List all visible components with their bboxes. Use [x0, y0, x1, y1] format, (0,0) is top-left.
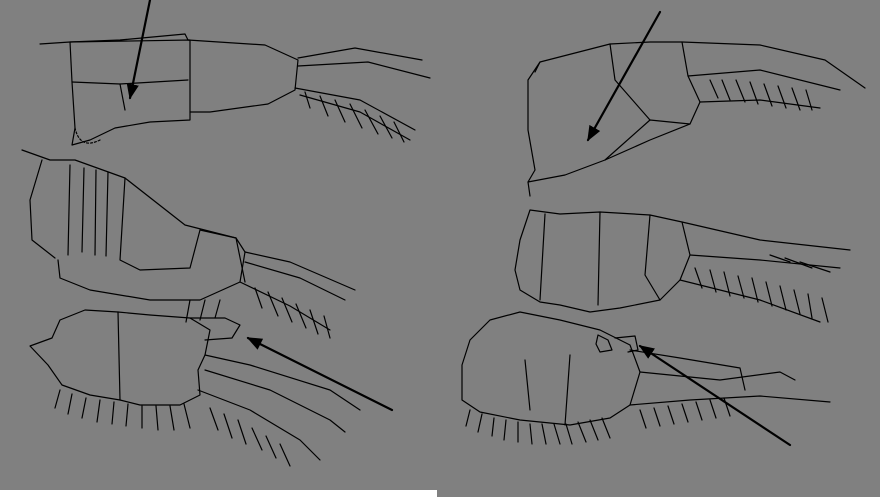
footer-strip — [0, 490, 437, 497]
